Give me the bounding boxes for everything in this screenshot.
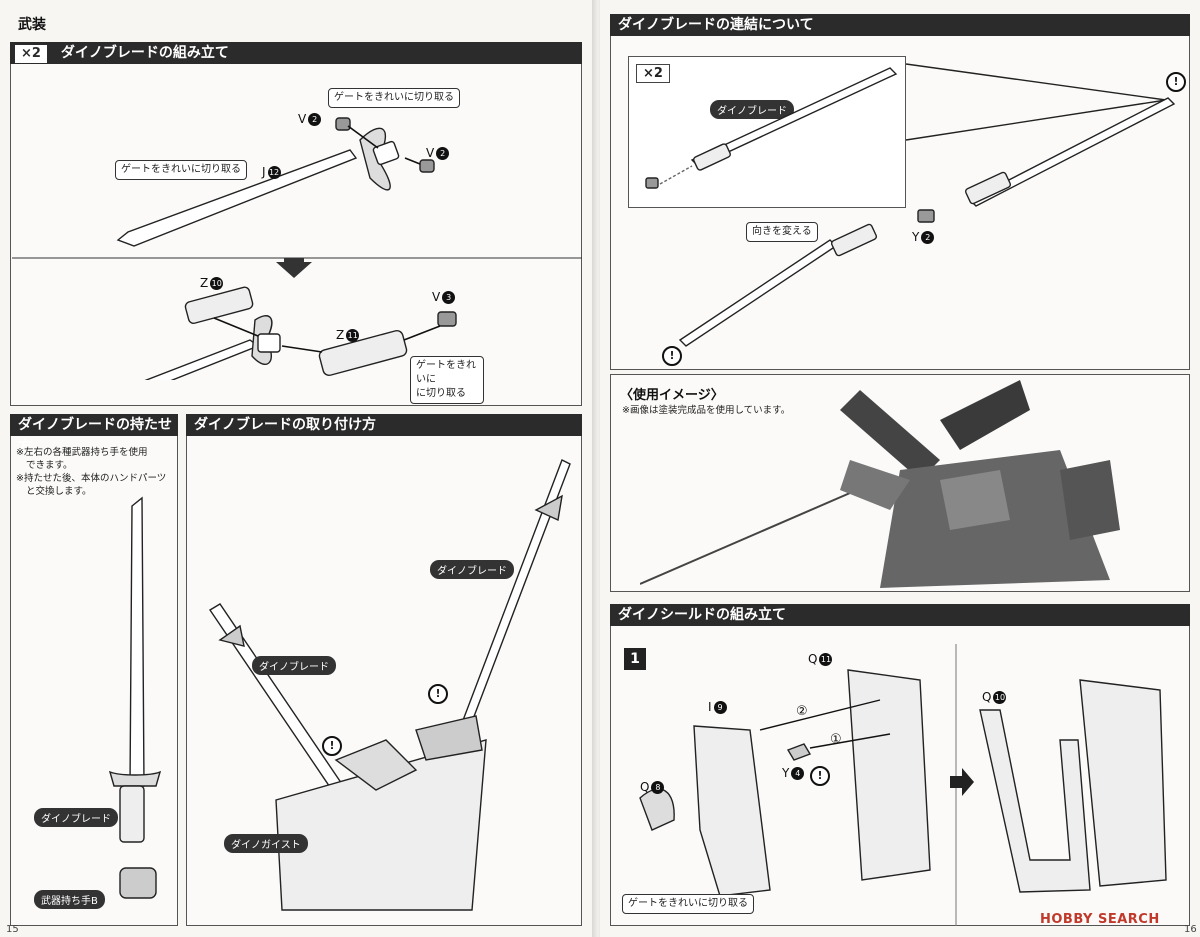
direction-callout: 向きを変える [746, 222, 818, 242]
page-number-left: 15 [6, 924, 19, 935]
shield-section-bar: ダイノシールドの組み立て [610, 604, 1190, 626]
shield-diagram [639, 644, 1167, 926]
connect-warning-top: ! [1166, 72, 1186, 92]
blade-assembly-title: ダイノブレードの組み立て [60, 45, 229, 61]
hold-section-box [10, 414, 178, 926]
hold-section-bar: ダイノブレードの持たせ方 [10, 414, 178, 455]
gate-callout-bottom: ゲートをきれいに に切り取る [410, 356, 484, 404]
order-marker-1: ① [830, 732, 842, 747]
gate-callout-left: ゲートをきれいに切り取る [115, 160, 247, 180]
usage-photo-art [640, 380, 1120, 588]
hold-note-1: ※左右の各種武器持ち手を使用 [16, 447, 148, 458]
mount-diagram [209, 459, 571, 911]
shield-warning-icon: ! [810, 766, 830, 786]
hold-notes: ※左右の各種武器持ち手を使用 できます。 ※持たせた後、本体のハンドパーツ と交… [16, 446, 166, 498]
connect-warning-bottom: ! [662, 346, 682, 366]
order-marker-2: ② [796, 704, 808, 719]
gate-callout-bottom-line2: に切り取る [416, 388, 466, 399]
mount-section-bar: ダイノブレードの取り付け方 [186, 414, 582, 436]
hold-hand-label: 武器持ち手B [34, 890, 105, 909]
blade-assembly-bar: ×2 ダイノブレードの組み立て [10, 42, 582, 64]
connect-blade-label: ダイノブレード [710, 100, 794, 119]
usage-note: ※画像は塗装完成品を使用しています。 [622, 405, 791, 416]
connect-diagram [645, 63, 1176, 347]
hobby-search-watermark: HOBBY SEARCH [1040, 912, 1160, 927]
shield-gate-callout: ゲートをきれいに切り取る [622, 894, 754, 914]
mount-blade-label-left: ダイノブレード [252, 656, 336, 675]
connect-section-bar: ダイノブレードの連結について [610, 14, 1190, 36]
blade-assembly-box [10, 42, 582, 406]
hold-diagram [108, 496, 162, 899]
page-number-right: 16 [1184, 924, 1197, 935]
mount-blade-label-right: ダイノブレード [430, 560, 514, 579]
hold-blade-label: ダイノブレード [34, 808, 118, 827]
hold-note-3: ※持たせた後、本体のハンドパーツ [16, 473, 167, 484]
hold-note-2: できます。 [26, 460, 73, 471]
shield-step-number: 1 [624, 648, 646, 670]
blade-assembly-diagram [12, 117, 582, 380]
gate-callout-top: ゲートをきれいに切り取る [328, 88, 460, 108]
left-page: 武装 ×2 ダイノブレードの組み立て ゲートをきれいに [0, 0, 594, 937]
usage-title: 〈使用イメージ〉 [620, 388, 724, 403]
gate-callout-bottom-line1: ゲートをきれいに [416, 360, 476, 385]
mount-body-label: ダイノガイスト [224, 834, 308, 853]
connect-multiplier: ×2 [636, 64, 670, 83]
multiplier-badge: ×2 [14, 44, 48, 64]
warning-icon-right: ! [428, 684, 448, 704]
hold-note-4: と交換します。 [26, 486, 92, 497]
warning-icon-left: ! [322, 736, 342, 756]
weapon-section-title: 武装 [18, 17, 46, 33]
usage-photo [640, 380, 1188, 588]
